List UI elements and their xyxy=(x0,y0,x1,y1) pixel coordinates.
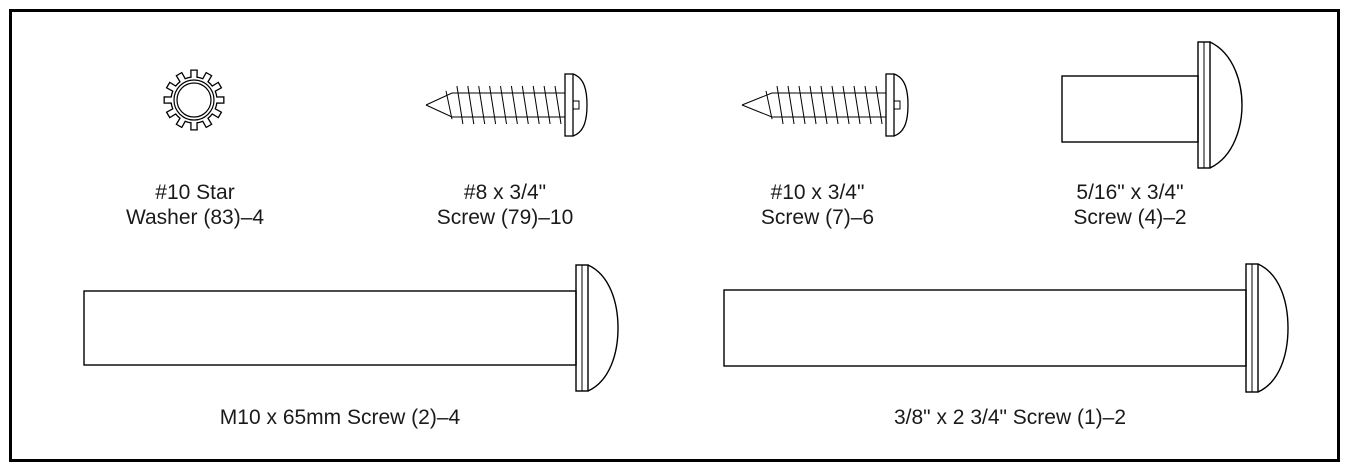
button-head-bolt-icon xyxy=(723,263,1289,393)
star-washer-icon xyxy=(163,69,225,131)
sheet-metal-screw-icon xyxy=(425,73,588,137)
part-label-screw-10: #10 x 3/4" Screw (7)–6 xyxy=(760,181,875,229)
part-label-screw-5-16: 5/16" x 3/4" Screw (4)–2 xyxy=(1073,181,1187,229)
part-label-screw-8: #8 x 3/4" Screw (79)–10 xyxy=(436,181,574,229)
button-head-bolt-icon xyxy=(1061,41,1243,169)
part-label-screw-m10: M10 x 65mm Screw (2)–4 xyxy=(219,406,461,429)
sheet-metal-screw-icon xyxy=(741,73,909,137)
parts-panel-frame xyxy=(9,9,1340,462)
button-head-bolt-icon xyxy=(83,264,619,392)
part-label-screw-3-8: 3/8" x 2 3/4" Screw (1)–2 xyxy=(893,406,1126,429)
part-label-star-washer: #10 Star Washer (83)–4 xyxy=(125,181,265,229)
